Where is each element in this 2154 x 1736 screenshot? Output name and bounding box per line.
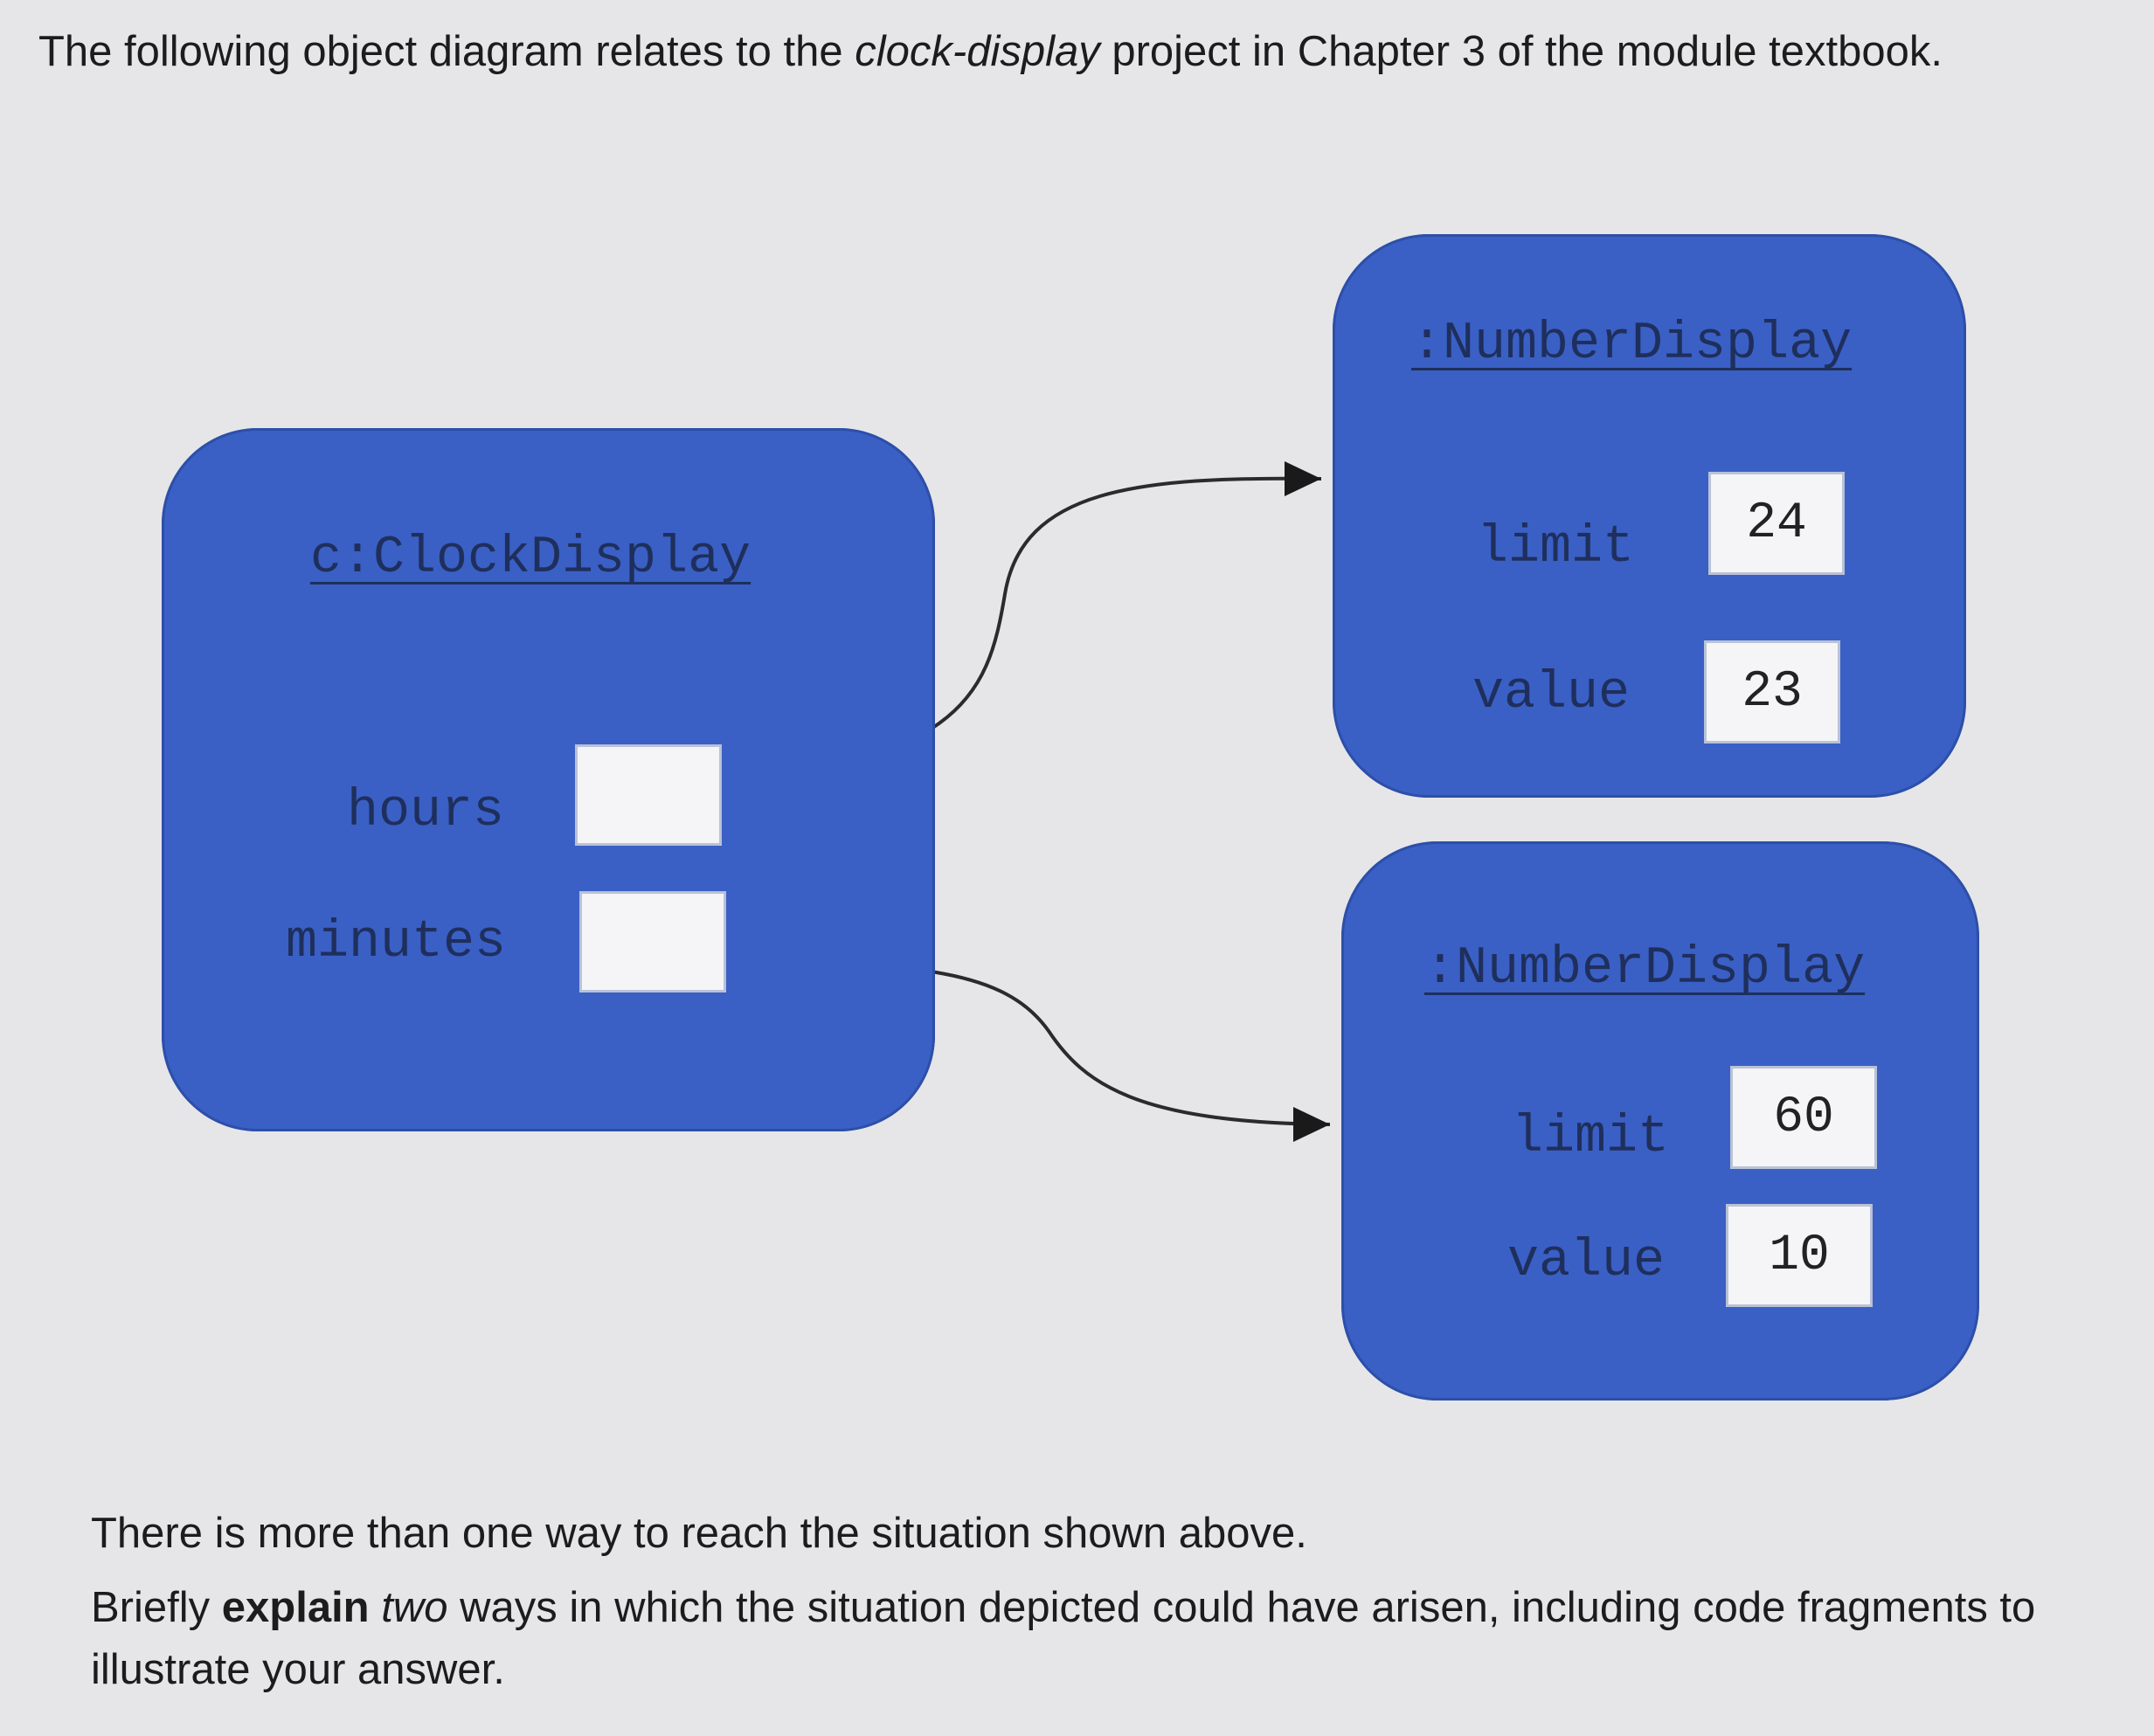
minutes-value-value: 10 <box>1726 1204 1873 1307</box>
minutes-limit-value: 60 <box>1730 1066 1877 1169</box>
question-text: There is more than one way to reach the … <box>91 1503 2083 1713</box>
clockdisplay-object: c:ClockDisplay hours minutes <box>162 428 935 1131</box>
question-line-2: Briefly explain two ways in which the si… <box>91 1584 2036 1694</box>
minutes-numberdisplay-object: :NumberDisplay limit 60 value 10 <box>1341 841 1979 1401</box>
minutes-arrowhead <box>1293 1107 1330 1142</box>
clockdisplay-title: c:ClockDisplay <box>310 529 751 588</box>
hours-arrowhead <box>1285 461 1321 496</box>
minutes-limit-label: limit <box>1512 1108 1670 1167</box>
minutes-value-label: value <box>1507 1232 1666 1291</box>
minutes-numberdisplay-title: :NumberDisplay <box>1424 939 1866 999</box>
intro-text: The following object diagram relates to … <box>38 28 1943 75</box>
minutes-field-label: minutes <box>286 913 507 972</box>
hours-reference-box <box>575 744 722 846</box>
minutes-reference-box <box>579 891 726 992</box>
project-name: clock-display <box>855 28 1100 75</box>
hours-limit-value: 24 <box>1708 472 1845 575</box>
hours-value-label: value <box>1472 664 1631 723</box>
hours-numberdisplay-title: :NumberDisplay <box>1411 315 1853 374</box>
question-line-1: There is more than one way to reach the … <box>91 1510 1307 1557</box>
hours-field-label: hours <box>347 782 505 841</box>
hours-limit-label: limit <box>1477 518 1635 578</box>
hours-numberdisplay-object: :NumberDisplay limit 24 value 23 <box>1333 234 1966 798</box>
hours-value-value: 23 <box>1704 640 1840 744</box>
